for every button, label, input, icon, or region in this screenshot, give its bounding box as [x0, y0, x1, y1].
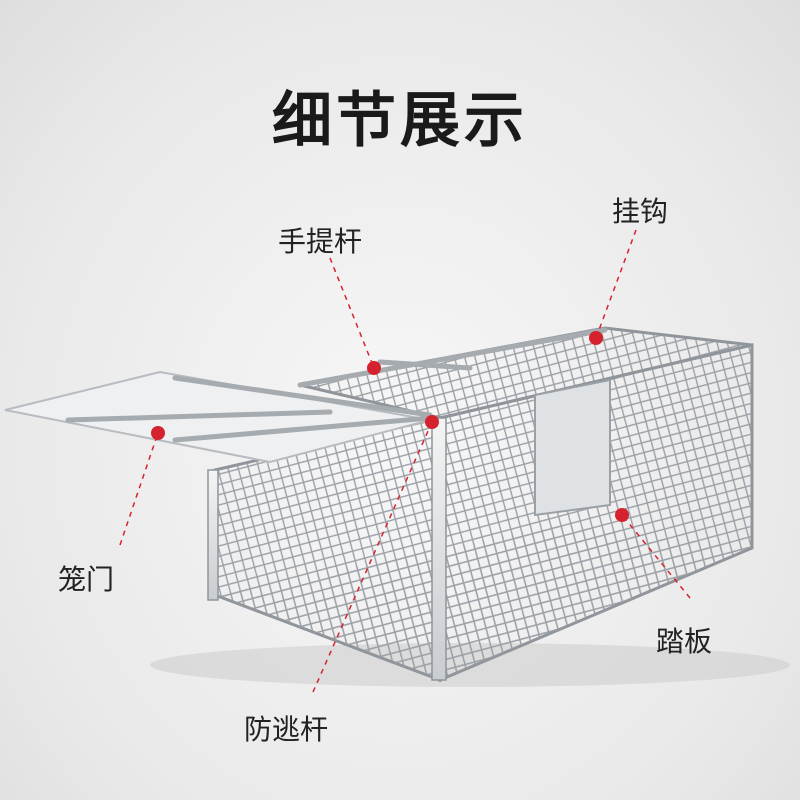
page-title: 细节展示: [272, 86, 528, 156]
label-hook: 挂钩: [612, 195, 669, 228]
label-escape-bar: 防逃杆: [244, 713, 329, 746]
pedal-plate: [534, 378, 611, 517]
cage-body: [207, 326, 754, 683]
marker-pedal: [615, 508, 629, 522]
label-door: 笼门: [58, 563, 115, 596]
marker-door: [151, 426, 165, 440]
marker-hook: [589, 331, 603, 345]
marker-handle: [367, 361, 381, 375]
label-handle: 手提杆: [278, 225, 363, 258]
handle-bars: [65, 327, 608, 443]
leader-lines: [119, 229, 691, 693]
markers: [151, 331, 629, 522]
label-pedal: 踏板: [656, 625, 713, 658]
marker-escape-bar: [425, 415, 439, 429]
